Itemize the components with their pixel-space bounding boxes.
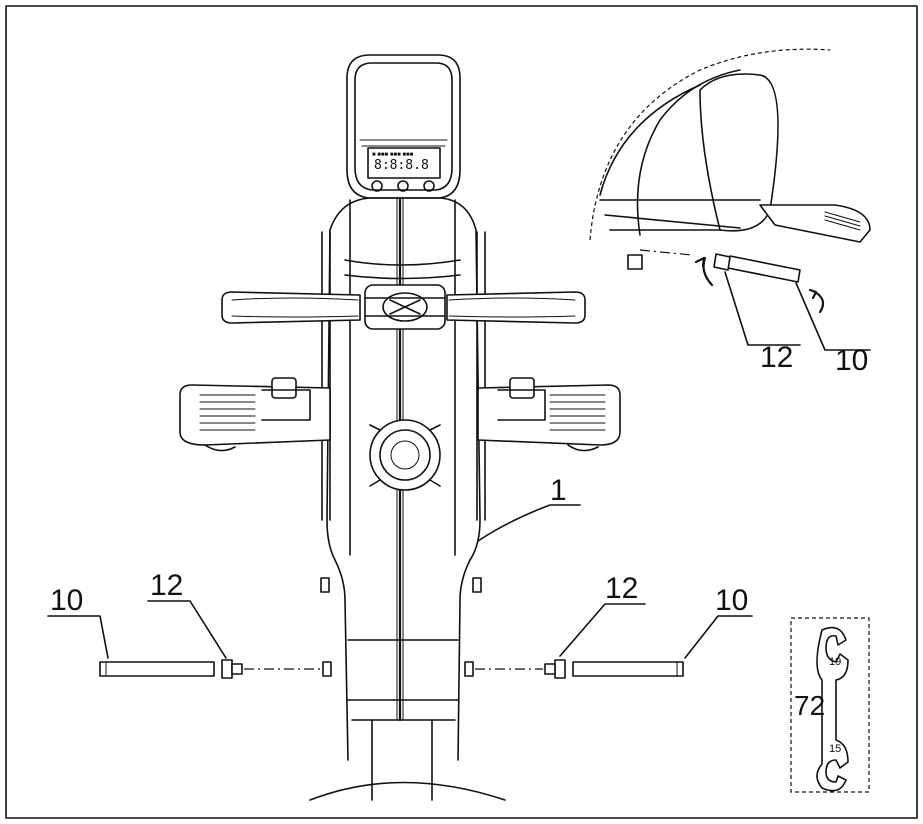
svg-text:1: 1	[550, 474, 567, 507]
wrench-detail: 19 15 72	[790, 617, 870, 793]
detail-inset: 12 10	[589, 48, 871, 377]
tension-knob	[369, 419, 441, 491]
callout-72: 72	[794, 690, 825, 721]
svg-text:10: 10	[835, 344, 868, 377]
lcd-display	[367, 147, 441, 179]
wrench-box	[790, 617, 870, 793]
svg-text:12: 12	[150, 569, 183, 602]
diagram-border	[5, 5, 918, 819]
lcd-digits: 8:8:8.8	[374, 158, 429, 173]
right-bolt-assembly	[475, 659, 684, 679]
console-button-right	[423, 180, 435, 192]
svg-text:10: 10	[715, 584, 748, 617]
svg-text:10: 10	[50, 584, 83, 617]
bolt-10-detail	[727, 255, 801, 283]
wrench-icon	[816, 626, 849, 792]
callout-12-detail: 12	[724, 271, 801, 374]
svg-text:12: 12	[605, 572, 638, 605]
svg-text:■ ■■■ ■■■ ■■■: ■ ■■■ ■■■ ■■■	[372, 152, 414, 158]
console-button-center	[397, 180, 409, 192]
bolt-10-right	[572, 661, 684, 677]
callout-10-left: 10	[47, 584, 109, 659]
callout-10-right: 10	[684, 584, 753, 659]
left-bolt-assembly	[99, 659, 322, 679]
rowing-machine-front-view: ■ ■■■ ■■■ ■■■ 8:8:8.8	[47, 54, 753, 801]
bolt-10-left	[99, 661, 215, 677]
callout-12-left: 12	[147, 569, 227, 659]
lower-frame	[309, 559, 506, 801]
washer-12-detail	[713, 253, 731, 271]
svg-text:19: 19	[829, 656, 841, 668]
svg-text:15: 15	[829, 743, 841, 755]
console-monitor: ■ ■■■ ■■■ ■■■ 8:8:8.8	[346, 54, 461, 199]
callout-1: 1	[477, 474, 581, 542]
left-footrest	[179, 377, 331, 452]
washer-12-left	[221, 659, 233, 679]
svg-text:12: 12	[760, 341, 793, 374]
washer-12-right	[554, 659, 566, 679]
right-footrest	[477, 377, 621, 452]
handlebar	[221, 284, 586, 330]
callout-12-right: 12	[559, 572, 646, 657]
console-button-left	[371, 180, 383, 192]
callout-10-detail: 10	[795, 282, 871, 377]
